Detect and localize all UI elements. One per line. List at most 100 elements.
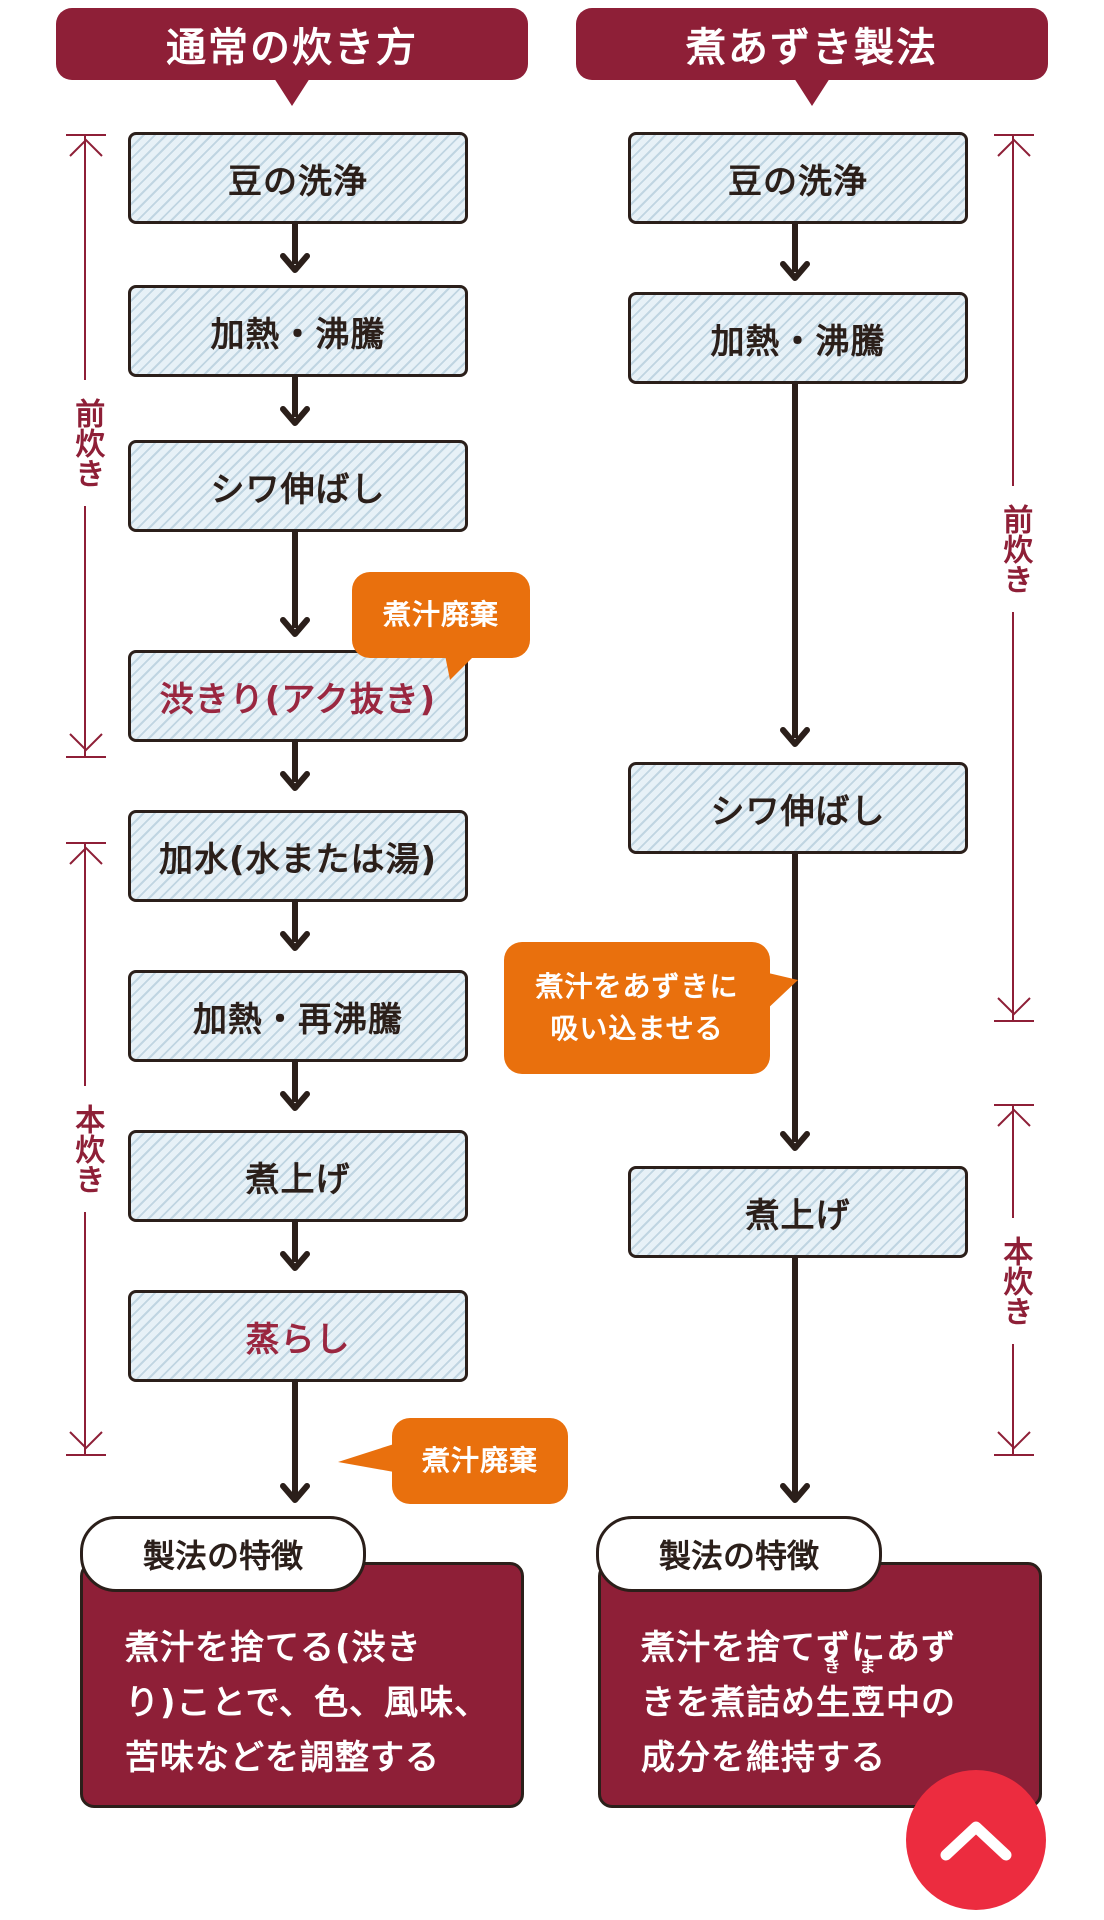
left-feature-title-cloud: 製法の特徴 [80, 1516, 366, 1592]
arrow-down-icon [780, 1476, 810, 1506]
connector [792, 1256, 798, 1496]
step-label: 煮上げ [245, 1159, 351, 1200]
ruby-reading: まめ [859, 1657, 878, 1702]
arrow-down-icon [280, 399, 310, 429]
range-cap [66, 756, 106, 758]
callout-discard-broth-2: 煮汁廃棄 [338, 1418, 568, 1504]
range-label-pre: 前炊き [56, 380, 116, 506]
range-cap [994, 1454, 1034, 1456]
feature-text-segment: きを煮詰め [641, 1683, 816, 1724]
step-label: シワ伸ばし [210, 469, 386, 510]
feature-line: り)ことで、色、風味、 [125, 1683, 490, 1724]
arrow-up-icon [994, 138, 1034, 158]
ruby-base: 生 [816, 1683, 851, 1724]
feature-line: 煮汁を捨てる(渋き [125, 1628, 422, 1668]
callout-tail [764, 972, 798, 1012]
left-feature-box: 煮汁を捨てる(渋き り)ことで、色、風味、 苦味などを調整する [80, 1562, 524, 1808]
step-label: 蒸らし [245, 1319, 351, 1360]
step-label: 加水(水または湯) [158, 839, 438, 880]
arrow-down-icon [280, 610, 310, 640]
right-step-heat-boil: 加熱・沸騰 [628, 292, 968, 384]
arrow-down-icon [280, 1084, 310, 1114]
ruby-sei: き生 [816, 1657, 851, 1731]
arrow-down-icon [280, 924, 310, 954]
header-pointer [274, 78, 310, 106]
range-cap [994, 134, 1034, 136]
arrow-down-icon [280, 1244, 310, 1274]
arrow-up-icon [66, 138, 106, 158]
ruby-mame: まめ豆 [851, 1657, 886, 1731]
feature-line: 煮汁を捨てずにあず [641, 1628, 956, 1668]
left-range-pre-cooking: 前炊き [56, 134, 116, 758]
range-cap [66, 1454, 106, 1456]
right-feature-text: 煮汁を捨てずにあず きを煮詰めき生まめ豆中の 成分を維持する [641, 1621, 1019, 1786]
arrow-down-icon [780, 1124, 810, 1154]
arrow-down-icon [280, 246, 310, 276]
scroll-to-top-button[interactable] [906, 1770, 1046, 1910]
arrow-down-icon [780, 254, 810, 284]
right-feature-box: 煮汁を捨てずにあず きを煮詰めき生まめ豆中の 成分を維持する [598, 1562, 1042, 1808]
arrow-up-icon [994, 1108, 1034, 1128]
left-feature-text: 煮汁を捨てる(渋き り)ことで、色、風味、 苦味などを調整する [125, 1621, 501, 1786]
callout-text: 煮汁廃棄 [421, 1444, 538, 1477]
arrow-down-icon [66, 1430, 106, 1450]
step-label: 加熱・再沸騰 [193, 999, 403, 1040]
step-label: 加熱・沸騰 [710, 321, 886, 362]
left-step-shibukiri: 渋きり(アク抜き) [128, 650, 468, 742]
connector [292, 900, 298, 942]
right-step-wrinkle: シワ伸ばし [628, 762, 968, 854]
right-step-bean-wash: 豆の洗浄 [628, 132, 968, 224]
left-step-reheat: 加熱・再沸騰 [128, 970, 468, 1062]
connector [292, 222, 298, 264]
range-label-main: 本炊き [56, 1086, 116, 1212]
feature-title: 製法の特徴 [658, 1537, 819, 1575]
right-method-header: 煮あずき製法 [576, 8, 1048, 106]
step-label: 豆の洗浄 [728, 161, 868, 202]
left-method-title: 通常の炊き方 [166, 25, 418, 71]
right-method-title: 煮あずき製法 [686, 25, 938, 71]
feature-title: 製法の特徴 [142, 1537, 303, 1575]
left-step-simmer: 煮上げ [128, 1130, 468, 1222]
callout-text: 煮汁廃棄 [382, 598, 499, 631]
right-range-pre-cooking: 前炊き [984, 134, 1044, 1022]
step-label: 豆の洗浄 [228, 161, 368, 202]
left-method-header: 通常の炊き方 [56, 8, 528, 106]
feature-line: 成分を維持する [641, 1738, 886, 1779]
range-cap [994, 1104, 1034, 1106]
range-cap [994, 1020, 1034, 1022]
left-step-steam: 蒸らし [128, 1290, 468, 1382]
connector [292, 1380, 298, 1496]
range-label-main: 本炊き [984, 1218, 1044, 1344]
left-step-wrinkle: シワ伸ばし [128, 440, 468, 532]
arrow-down-icon [994, 996, 1034, 1016]
step-label: 渋きり(アク抜き) [159, 679, 437, 720]
range-cap [66, 134, 106, 136]
connector [792, 382, 798, 738]
arrow-down-icon [780, 720, 810, 750]
right-step-simmer: 煮上げ [628, 1166, 968, 1258]
callout-line: 吸い込ませる [550, 1012, 724, 1045]
step-label: シワ伸ばし [710, 791, 886, 832]
left-step-bean-wash: 豆の洗浄 [128, 132, 468, 224]
callout-tail [338, 1444, 394, 1472]
connector [292, 1220, 298, 1262]
left-step-add-water: 加水(水または湯) [128, 810, 468, 902]
connector [792, 852, 798, 1142]
callout-tail [444, 650, 480, 680]
right-range-main-cooking: 本炊き [984, 1104, 1044, 1456]
step-label: 煮上げ [745, 1195, 851, 1236]
right-feature-title-cloud: 製法の特徴 [596, 1516, 882, 1592]
arrow-down-icon [280, 764, 310, 794]
range-label-pre: 前炊き [984, 486, 1044, 612]
feature-line: 苦味などを調整する [125, 1738, 440, 1779]
connector [292, 740, 298, 782]
callout-discard-broth: 煮汁廃棄 [352, 572, 530, 680]
chevron-up-icon [940, 1821, 1012, 1861]
connector [292, 1060, 298, 1102]
connector [292, 530, 298, 628]
arrow-down-icon [994, 1430, 1034, 1450]
left-step-heat-boil: 加熱・沸騰 [128, 285, 468, 377]
arrow-down-icon [280, 1476, 310, 1506]
step-label: 加熱・沸騰 [210, 314, 386, 355]
ruby-reading: き [824, 1657, 843, 1677]
